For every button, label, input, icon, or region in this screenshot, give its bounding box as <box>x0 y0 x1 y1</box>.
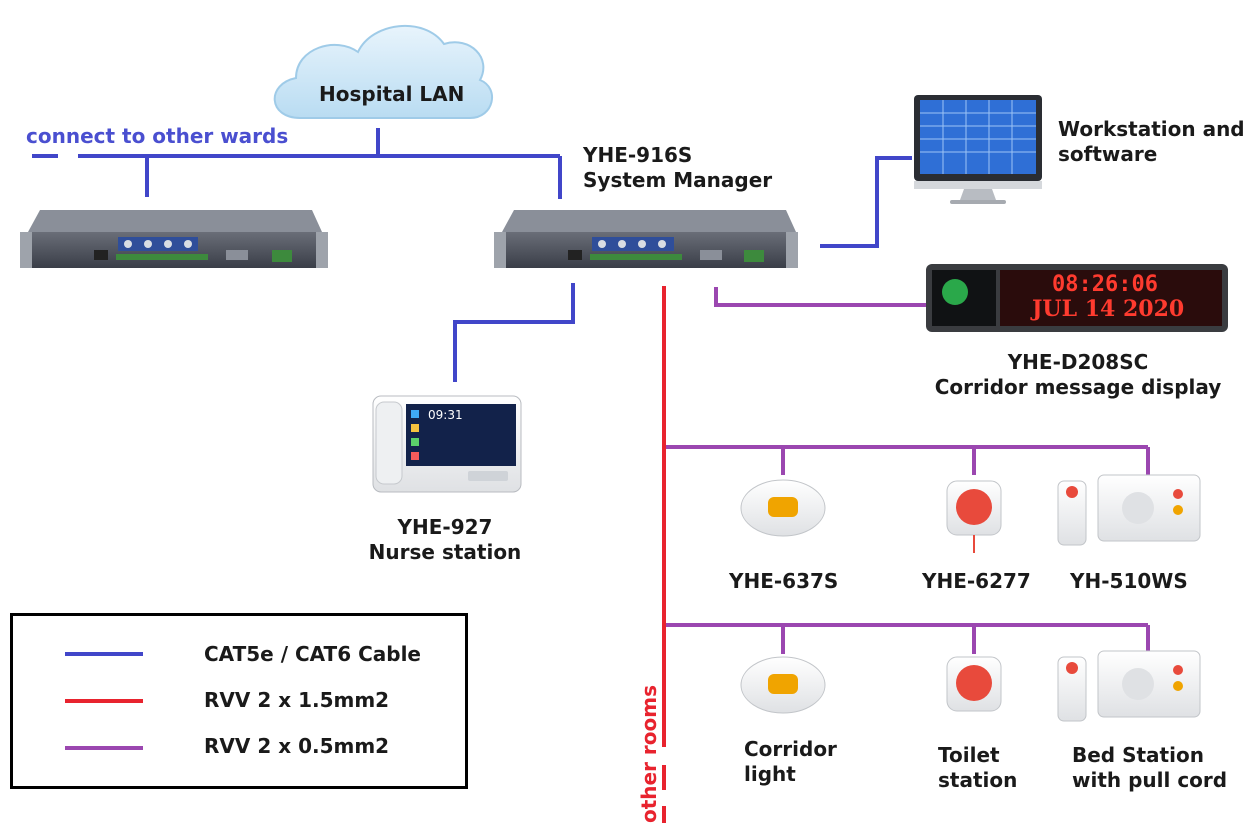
legend-line-signal <box>65 746 143 750</box>
toilet-station-line1: Toilet <box>938 743 1000 767</box>
workstation-line1: Workstation and <box>1058 117 1245 141</box>
system-manager-model: YHE-916S <box>583 143 693 167</box>
device-label-toilet-station: Toilet station <box>938 743 1017 793</box>
corridor-light-line2: light <box>744 762 796 786</box>
wards-label: connect to other wards <box>26 124 289 148</box>
device-label-yhe637s: YHE-637S <box>729 569 839 593</box>
display-time: 08:26:06 <box>1052 272 1158 297</box>
device-label-yh510ws: YH-510WS <box>1070 569 1188 593</box>
other-rooms-label: other rooms <box>637 684 661 823</box>
device-label-bed-station: Bed Station with pull cord <box>1072 743 1227 793</box>
signal-cable-lines <box>664 287 1150 654</box>
legend-label-signal: RVV 2 x 0.5mm2 <box>204 734 390 758</box>
nurse-station-device <box>372 395 522 493</box>
corridor-light-device-1 <box>740 479 826 537</box>
display-date: JUL 14 2020 <box>1032 296 1185 322</box>
corridor-display-model: YHE-D208SC <box>1007 350 1149 374</box>
device-label-yhe6277: YHE-6277 <box>922 569 1031 593</box>
corridor-display-name: Corridor message display <box>934 375 1222 399</box>
workstation-line2: software <box>1058 142 1158 166</box>
nurse-station-model: YHE-927 <box>397 515 493 539</box>
corridor-light-device-2 <box>740 656 826 714</box>
bed-station-line1: Bed Station <box>1072 743 1204 767</box>
legend-line-cat <box>65 652 143 656</box>
legend-label-cat: CAT5e / CAT6 Cable <box>204 642 421 666</box>
hospital-lan-cloud <box>273 24 493 119</box>
cloud-label: Hospital LAN <box>319 82 465 106</box>
nurse-screen-time: 09:31 <box>428 408 463 422</box>
device-label-corridor-light: Corridor light <box>744 737 837 787</box>
system-manager-unit <box>494 210 798 268</box>
legend: CAT5e / CAT6 Cable RVV 2 x 1.5mm2 RVV 2 … <box>10 613 468 789</box>
corridor-display-device <box>926 264 1228 332</box>
corridor-display-label: YHE-D208SC Corridor message display <box>930 350 1226 400</box>
workstation-label: Workstation and software <box>1058 117 1245 167</box>
rack-unit-left <box>20 210 328 268</box>
toilet-station-line2: station <box>938 768 1018 792</box>
system-manager-name: System Manager <box>583 168 773 192</box>
legend-line-power <box>65 699 143 703</box>
nurse-station-label: YHE-927 Nurse station <box>360 515 530 565</box>
corridor-light-line1: Corridor <box>744 737 837 761</box>
bed-station-device-2 <box>1057 650 1201 722</box>
nurse-station-name: Nurse station <box>368 540 522 564</box>
bed-station-device-1 <box>1057 474 1201 546</box>
cat-cable-lines <box>32 128 912 382</box>
bed-station-line2: with pull cord <box>1072 768 1228 792</box>
system-manager-label: YHE-916S System Manager <box>583 143 772 193</box>
workstation-monitor <box>914 95 1042 204</box>
legend-label-power: RVV 2 x 1.5mm2 <box>204 688 390 712</box>
toilet-station-device-2 <box>946 656 1002 712</box>
toilet-station-device-1 <box>946 480 1002 553</box>
